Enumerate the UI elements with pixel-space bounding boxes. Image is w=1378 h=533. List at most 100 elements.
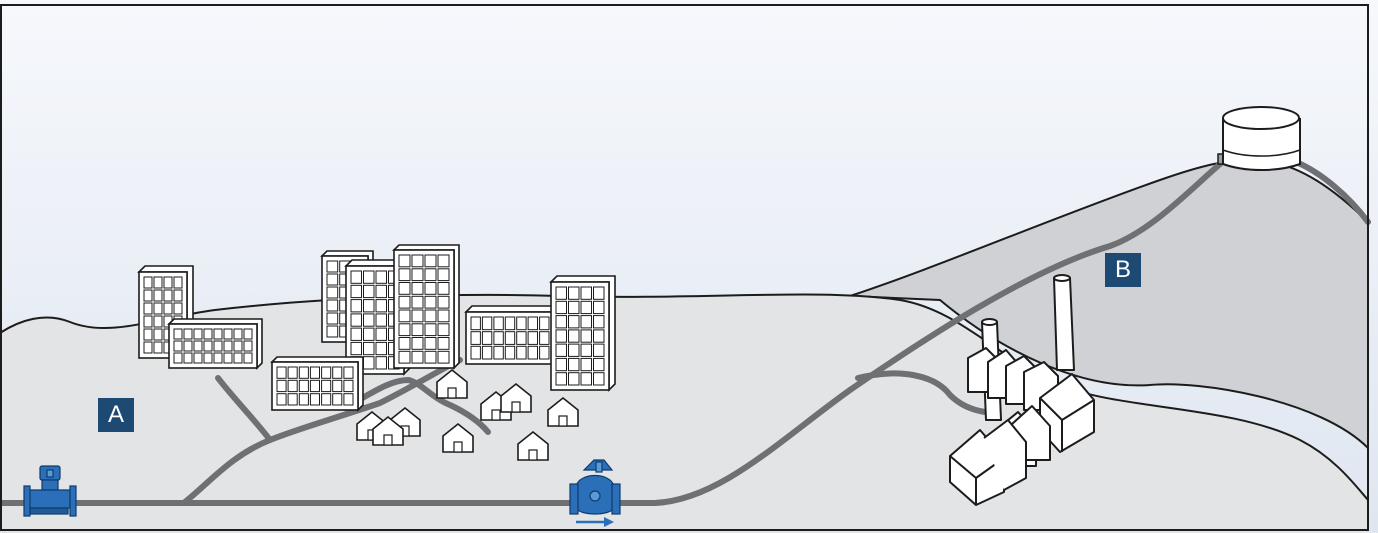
- window: [411, 295, 424, 309]
- window: [398, 282, 411, 295]
- window: [183, 328, 193, 340]
- window: [493, 345, 504, 360]
- window: [343, 366, 354, 379]
- window: [363, 299, 375, 313]
- window: [298, 366, 309, 379]
- window: [173, 276, 183, 289]
- window: [213, 328, 223, 340]
- window: [555, 286, 567, 300]
- window: [243, 352, 253, 364]
- window: [568, 329, 580, 343]
- window: [424, 268, 437, 282]
- window: [398, 295, 411, 309]
- window: [287, 393, 298, 406]
- flow-direction-arrow-icon: [576, 517, 614, 527]
- window: [580, 300, 592, 315]
- window: [363, 327, 375, 341]
- window: [527, 331, 538, 345]
- window: [411, 282, 424, 295]
- window: [580, 372, 592, 386]
- window: [568, 357, 580, 372]
- window: [143, 289, 153, 302]
- window: [481, 345, 493, 360]
- window: [183, 340, 193, 352]
- window: [143, 302, 153, 315]
- window: [326, 299, 339, 312]
- window: [163, 289, 173, 302]
- window: [183, 352, 193, 364]
- window: [332, 366, 343, 379]
- window: [143, 341, 153, 354]
- apartment-building: [464, 305, 561, 366]
- window: [276, 366, 287, 379]
- window: [593, 315, 605, 329]
- window: [298, 393, 309, 406]
- window: [493, 316, 504, 331]
- window: [243, 328, 253, 340]
- window: [424, 337, 437, 350]
- window: [326, 325, 339, 338]
- window: [580, 315, 592, 329]
- window: [350, 284, 362, 299]
- pipe-network: [0, 159, 1371, 506]
- window: [375, 313, 387, 327]
- window: [411, 323, 424, 337]
- window: [326, 260, 339, 273]
- window: [504, 316, 516, 331]
- label-a: A: [98, 398, 134, 432]
- window: [163, 302, 173, 315]
- window: [398, 350, 411, 364]
- window: [223, 352, 233, 364]
- window: [350, 313, 362, 327]
- main-pipe: [0, 161, 1223, 506]
- far-hill: [849, 158, 1369, 451]
- window: [173, 340, 183, 352]
- window: [363, 313, 375, 327]
- window: [555, 300, 567, 315]
- window: [437, 295, 450, 309]
- window: [375, 356, 387, 370]
- window: [424, 254, 437, 268]
- window: [437, 323, 450, 337]
- window: [555, 343, 567, 357]
- window: [527, 345, 538, 360]
- window: [539, 331, 550, 345]
- window: [411, 268, 424, 282]
- window: [516, 316, 527, 331]
- apartment-building: [392, 244, 460, 370]
- window: [309, 393, 320, 406]
- label-b: B: [1105, 253, 1141, 287]
- window: [350, 299, 362, 313]
- window: [555, 315, 567, 329]
- window: [539, 316, 550, 331]
- window: [593, 343, 605, 357]
- apartment-buildings: [137, 244, 616, 412]
- window: [375, 327, 387, 341]
- window: [580, 343, 592, 357]
- window: [580, 286, 592, 300]
- window: [287, 379, 298, 393]
- window: [504, 345, 516, 360]
- window: [398, 268, 411, 282]
- window: [593, 357, 605, 372]
- window: [555, 329, 567, 343]
- window: [363, 341, 375, 356]
- window: [143, 315, 153, 328]
- apartment-building: [270, 356, 364, 412]
- window: [243, 340, 253, 352]
- window: [424, 350, 437, 364]
- factory: [949, 274, 1095, 506]
- window: [568, 372, 580, 386]
- window: [593, 329, 605, 343]
- window: [233, 340, 243, 352]
- window: [411, 350, 424, 364]
- window: [332, 393, 343, 406]
- window: [153, 289, 163, 302]
- window: [173, 328, 183, 340]
- window: [173, 302, 183, 315]
- window: [350, 341, 362, 356]
- window: [398, 309, 411, 323]
- water-tower-tank: [1217, 106, 1301, 171]
- control-valve-icon: [569, 459, 621, 515]
- window: [363, 284, 375, 299]
